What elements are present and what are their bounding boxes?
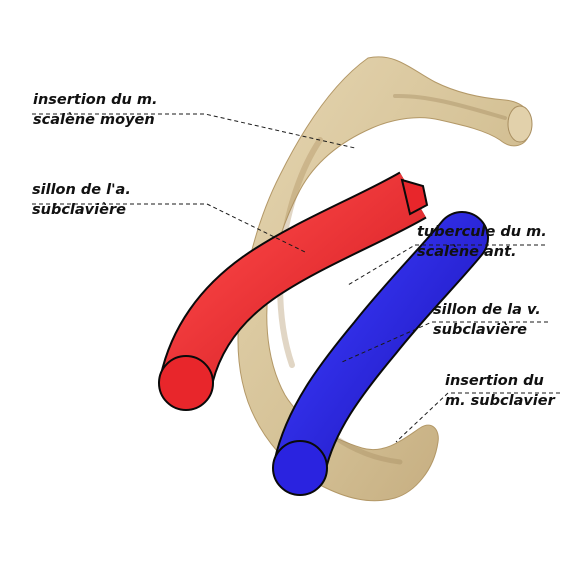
label-subclavius: insertion du m. subclavier (445, 371, 555, 411)
label-scalene-ant-line1: tubercule du m. (417, 224, 547, 240)
rib-neck-shading (393, 93, 507, 120)
label-scalene-ant-line2: scalène ant. (417, 244, 517, 260)
label-vein-groove-line2: subclavière (433, 322, 527, 338)
vein-cross-section (272, 440, 328, 496)
artery-end-cap (400, 178, 429, 216)
rib-head (507, 105, 533, 143)
label-artery-groove-line2: subclavière (32, 202, 126, 218)
label-subclavius-line1: insertion du (445, 373, 544, 389)
vein-tube (275, 213, 487, 491)
leader-lines (32, 113, 560, 443)
artery-cross-section (158, 355, 214, 411)
artery-tube (161, 173, 426, 388)
label-scalene-ant: tubercule du m. scalène ant. (417, 222, 547, 262)
label-artery-groove: sillon de l'a. subclavière (32, 180, 131, 220)
label-scalene-moyen-line2: scalène moyen (33, 112, 155, 128)
leader-subclavius (395, 392, 560, 443)
label-scalene-moyen-line1: insertion du m. (33, 92, 158, 108)
subclavian-artery (158, 171, 429, 411)
label-scalene-moyen: insertion du m. scalène moyen (33, 90, 158, 130)
leader-scalene-ant (347, 244, 545, 286)
label-vein-groove: sillon de la v. subclavière (433, 300, 541, 340)
leader-artery-groove (32, 203, 306, 253)
subclavian-vein (272, 211, 489, 496)
leader-scalene-moyen (32, 113, 356, 149)
label-artery-groove-line1: sillon de l'a. (32, 182, 131, 198)
label-subclavius-line2: m. subclavier (445, 393, 555, 409)
leader-vein-groove (341, 321, 548, 363)
label-vein-groove-line1: sillon de la v. (433, 302, 541, 318)
